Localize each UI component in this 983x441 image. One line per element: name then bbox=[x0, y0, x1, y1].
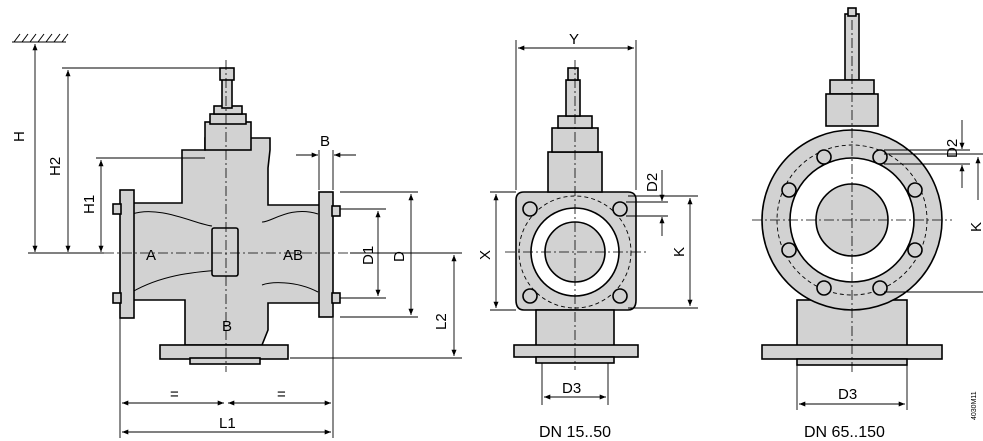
dim-d1-label: D1 bbox=[360, 246, 377, 265]
dim-d3-mid-label: D3 bbox=[562, 380, 581, 397]
ceiling-hatch bbox=[12, 33, 69, 43]
bolt-hole bbox=[907, 182, 923, 198]
dim-l1-label: L1 bbox=[219, 415, 236, 432]
dim-h1-label: H1 bbox=[81, 195, 98, 214]
spindle bbox=[221, 77, 233, 109]
dim-k-mid-label: K bbox=[671, 247, 688, 257]
side-view: A AB B H H2 H1 B D1 D L2 bbox=[11, 33, 462, 438]
bolt-hole bbox=[612, 201, 628, 217]
dim-b-label: B bbox=[320, 133, 330, 150]
dim-d2-right-label: D2 bbox=[944, 139, 961, 158]
bolt-hole bbox=[781, 242, 797, 258]
dim-h-label: H bbox=[11, 131, 28, 142]
dim-k-right-label: K bbox=[968, 222, 983, 232]
left-flange bbox=[119, 189, 135, 319]
dim-d-label: D bbox=[391, 251, 408, 262]
port-ab-label: AB bbox=[283, 247, 303, 264]
bolt-hole bbox=[872, 149, 888, 165]
bolt-hole bbox=[872, 280, 888, 296]
dim-l2-label: L2 bbox=[433, 313, 450, 330]
bolt-hole bbox=[781, 182, 797, 198]
dim-eq-right-label: = bbox=[277, 386, 286, 403]
bolt-hole bbox=[816, 149, 832, 165]
dim-d2-mid-label: D2 bbox=[644, 173, 661, 192]
figure-code: 4030M11 bbox=[971, 391, 978, 420]
dim-d3-right-label: D3 bbox=[838, 386, 857, 403]
caption-dn-large: DN 65..150 bbox=[804, 424, 885, 441]
bolt-hole bbox=[522, 201, 538, 217]
dim-eq-left-label: = bbox=[170, 386, 179, 403]
port-a-label: A bbox=[146, 247, 156, 264]
front-view-large: D2 K D3 DN 65..150 bbox=[752, 7, 983, 441]
bolt-hole bbox=[612, 288, 628, 304]
bolt-hole bbox=[522, 288, 538, 304]
bolt-hole bbox=[816, 280, 832, 296]
bolt-hole bbox=[907, 242, 923, 258]
right-flange bbox=[318, 191, 334, 318]
dim-h2-label: H2 bbox=[47, 157, 64, 176]
front-view-small: Y X D2 K D3 DN 15..50 bbox=[477, 31, 698, 441]
dim-x-label: X bbox=[477, 250, 494, 260]
port-b-label: B bbox=[222, 318, 232, 335]
caption-dn-small: DN 15..50 bbox=[539, 424, 611, 441]
dim-y-label: Y bbox=[569, 31, 579, 48]
bottom-flange bbox=[159, 344, 289, 360]
